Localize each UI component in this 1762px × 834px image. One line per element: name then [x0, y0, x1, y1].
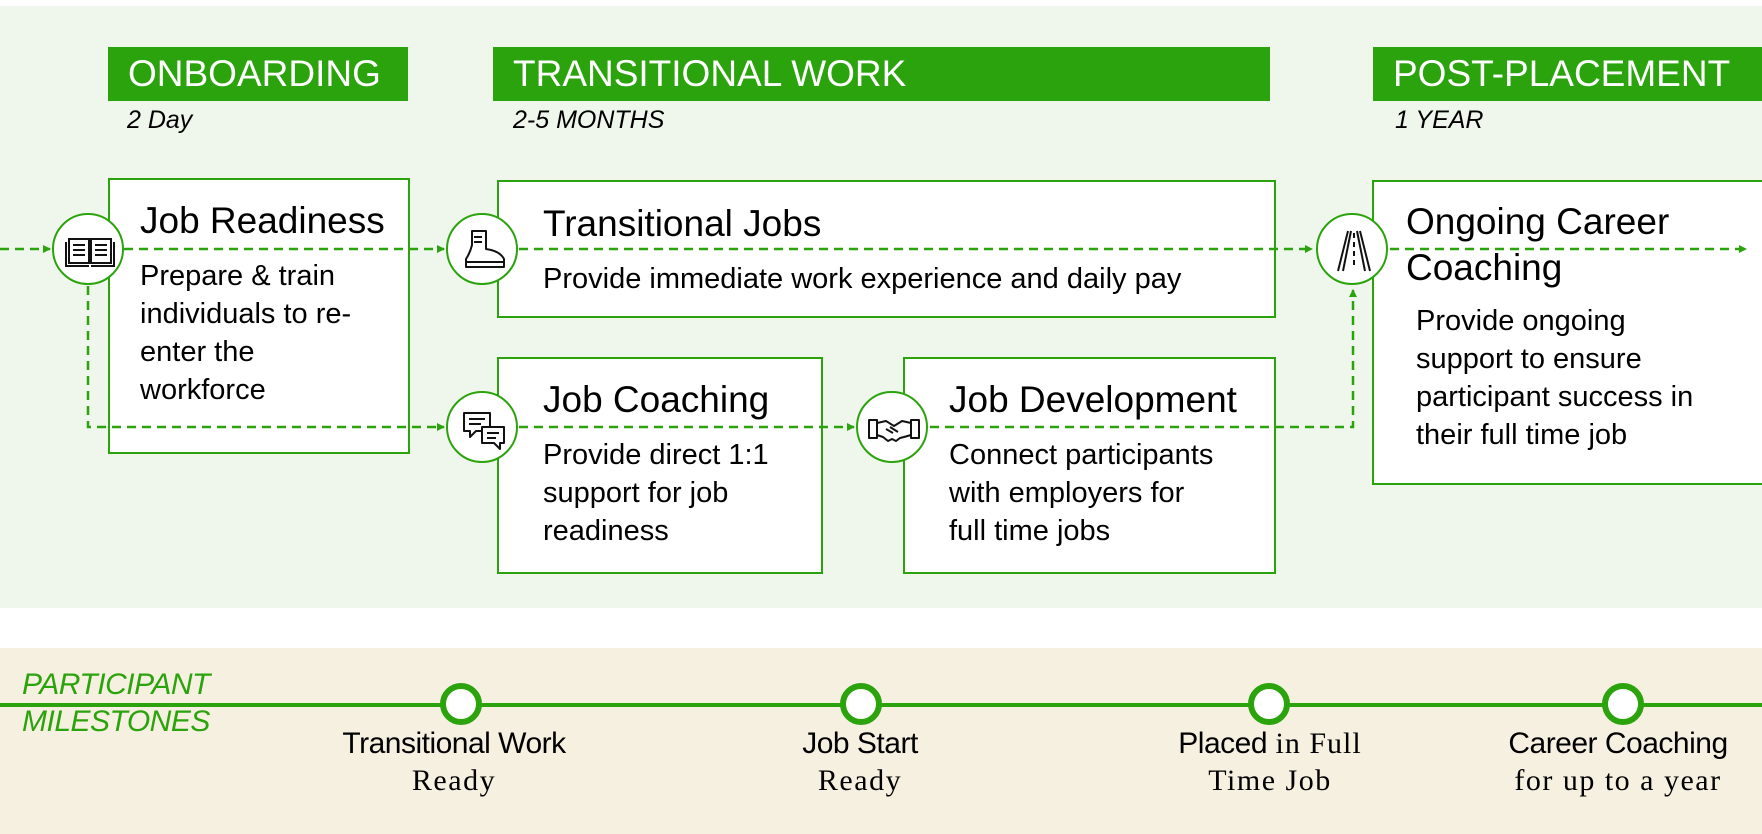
flow-development-to-ongoing — [930, 289, 1357, 429]
job-development-desc: Connect participants with employers for … — [949, 439, 1214, 547]
milestone-node-career-coaching — [1602, 683, 1644, 725]
milestone-placed: Placed in Full Time Job — [1178, 727, 1362, 797]
transitional-jobs-title: Transitional Jobs — [543, 203, 822, 244]
phase-onboarding-duration: 2 Day — [127, 106, 193, 134]
ongoing-coaching-title: Ongoing Career Coaching — [1406, 201, 1670, 288]
milestone-node-placed — [1248, 683, 1290, 725]
job-coaching-icon-circle — [446, 391, 518, 463]
job-development-box: Job Development Connect participants wit… — [903, 357, 1276, 574]
handshake-icon — [868, 419, 920, 442]
job-readiness-icon-circle — [52, 213, 124, 285]
boot-icon — [465, 230, 505, 268]
job-readiness-title: Job Readiness — [140, 200, 385, 241]
milestones-band — [0, 648, 1762, 834]
job-coaching-box: Job Coaching Provide direct 1:1 support … — [497, 357, 823, 574]
job-coaching-title: Job Coaching — [543, 379, 770, 420]
milestone-transitional-work: Transitional Work Ready — [342, 727, 566, 797]
phase-onboarding-header: ONBOARDING — [108, 47, 408, 101]
chat-bubbles-icon — [463, 412, 505, 450]
transitional-jobs-desc: Provide immediate work experience and da… — [543, 263, 1182, 295]
ongoing-coaching-icon-circle — [1316, 213, 1388, 285]
milestone-career-coaching: Career Coaching for up to a year — [1508, 727, 1728, 797]
phase-post-placement-header: POST-PLACEMENT — [1373, 47, 1762, 101]
milestone-job-start: Job Start Ready — [802, 727, 918, 797]
job-coaching-desc: Provide direct 1:1 support for job readi… — [543, 439, 769, 547]
job-readiness-box: Job Readiness Prepare & train individual… — [108, 178, 410, 454]
phase-transitional-header: TRANSITIONAL WORK — [493, 47, 1270, 101]
milestones-label: PARTICIPANT MILESTONES — [22, 668, 210, 738]
phase-transitional-duration: 2-5 MONTHS — [513, 106, 665, 134]
book-icon — [65, 238, 115, 267]
road-icon — [1337, 230, 1371, 272]
job-development-title: Job Development — [949, 379, 1237, 420]
phase-post-placement-duration: 1 YEAR — [1395, 106, 1484, 134]
transitional-jobs-icon-circle — [446, 213, 518, 285]
milestone-node-job-start — [840, 683, 882, 725]
job-development-icon-circle — [856, 391, 928, 463]
job-readiness-desc: Prepare & train individuals to re- enter… — [140, 260, 352, 406]
ongoing-coaching-desc: Provide ongoing support to ensure partic… — [1416, 305, 1694, 451]
milestone-node-transitional — [440, 683, 482, 725]
ongoing-coaching-box: Ongoing Career Coaching Provide ongoing … — [1372, 180, 1762, 485]
flow-readiness-to-coaching — [86, 286, 445, 431]
